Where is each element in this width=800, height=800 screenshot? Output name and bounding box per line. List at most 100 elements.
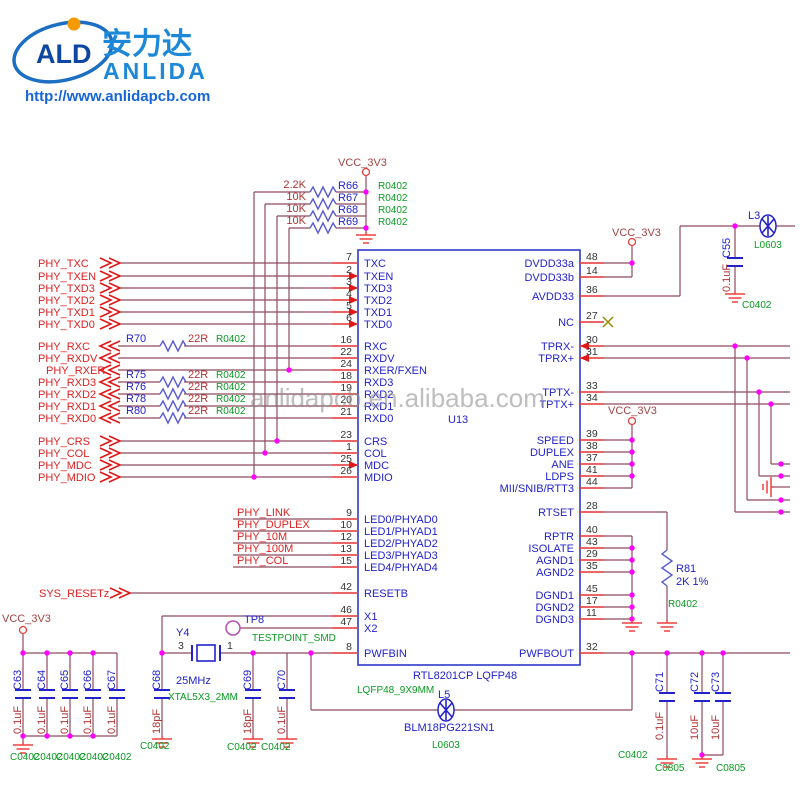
logo-dot-icon [67,17,81,31]
resistor [309,197,337,211]
label-fp-c67: C0402 [102,752,132,763]
port-out-icon [99,435,113,447]
pin-name-rptr: RPTR [544,531,574,543]
label-fp-c68: C0402 [140,741,170,752]
label-ref-c66: C66 [82,670,94,690]
pin-arrow-icon [349,320,358,328]
pin-name-rxc: RXC [364,341,387,353]
label-net-phy-txen: PHY_TXEN [38,271,96,283]
port-out-icon [108,282,122,294]
pin-name-pwfbout: PWFBOUT [519,648,574,660]
label-ref-r81: R81 [676,563,696,575]
pin-name-txc: TXC [364,258,386,270]
label-fp-c72: C0805 [655,763,685,774]
port-out-icon [109,587,123,599]
label-fp-c55: C0402 [742,300,772,311]
label-fp-r67: R0402 [378,193,408,204]
port-in-icon [98,376,112,388]
vcc-icon [627,416,637,426]
label-ref-l3: L3 [748,210,760,222]
label-ref-y4: Y4 [176,627,189,639]
pin-name-avdd33: AVDD33 [532,291,574,303]
pin-number-pwfbout: 32 [586,641,598,653]
pin-number-led0-phyad0: 9 [346,507,352,519]
junction-dot [159,650,165,656]
label-fp-y4: XTAL5X3_2MM [168,692,238,703]
label-val-r75: 22R [188,369,208,381]
pin-number-speed: 39 [586,428,598,440]
label-ref-c69: C69 [242,670,254,690]
pin-number-tptx-: 34 [586,392,598,404]
pin-arrow-icon [349,296,358,304]
label-val-c71: 0.1uF [654,712,666,740]
junction-dot [629,569,635,575]
logo-ellipse [12,20,114,84]
pin-number-dgnd3: 11 [586,607,597,619]
pin-name-dgnd3: DGND3 [535,614,574,626]
pin-arrow-icon [349,308,358,316]
ground-icon [243,736,263,748]
junction-dot [90,733,96,739]
logo-abbr: ALD [36,39,92,69]
junction-dot [67,650,73,656]
pin-number-pwfbin: 8 [346,641,352,653]
label-net-phy-rxc: PHY_RXC [38,341,90,353]
pin-number-avdd33: 36 [586,284,598,296]
label-val-r67: 10K [286,191,306,203]
port-out-icon [99,471,113,483]
pin-number-mii-snib-rtt3: 44 [586,476,598,488]
junction-dot [732,343,738,349]
label-ref-r70: R70 [126,333,146,345]
label-net-phy-rxd2: PHY_RXD2 [38,389,96,401]
pin-number-nc: 27 [586,310,598,322]
logo-chinese: 安力达 [102,28,192,61]
label-fp-l3: L0603 [754,240,782,251]
label-fp-r66: R0402 [378,181,408,192]
junction-dot [629,604,635,610]
junction-dot [629,592,635,598]
pin-name-tprx-: TPRX- [541,341,574,353]
junction-dot [67,733,73,739]
pin-number-rtset: 28 [586,500,598,512]
junction-dot [363,225,369,231]
pin-number-ldps: 41 [586,464,598,476]
testpoint-icon[interactable] [225,620,241,636]
pin-arrow-icon [349,284,358,292]
pin-name-txd3: TXD3 [364,283,392,295]
label-pwr-vcc-right-mid: VCC_3V3 [608,405,657,417]
label-val-c55: 0.1uF [721,264,733,292]
junction-dot [90,650,96,656]
port-in-icon [107,352,121,364]
label-fp-c64: C0402 [33,752,63,763]
junction-dot [720,650,726,656]
junction-dot [664,650,670,656]
label-net-phy-link: PHY_LINK [237,507,291,519]
pin-number-duplex: 38 [586,440,598,452]
label-pwr-vcc-top: VCC_3V3 [338,157,387,169]
label-net-phy-txd2: PHY_TXD2 [38,295,95,307]
label-val-y4: 25MHz [176,675,211,687]
pin-number-rptr: 40 [586,524,598,536]
label-val-c65: 0.1uF [59,706,71,734]
junction-dot [629,557,635,563]
website-link[interactable]: http://www.anlidapcb.com [25,88,210,105]
label-fp-r80: R0402 [216,406,246,417]
pin-name-txd1: TXD1 [364,307,392,319]
ground-icon [725,291,745,303]
label-val-c69: 18pF [242,709,254,734]
ground-icon [356,232,376,244]
vcc-icon [627,237,637,247]
label-ref-l5: L5 [438,689,450,701]
pin-number-led1-phyad1: 10 [340,519,352,531]
label-pwr-vcc-bottom-left: VCC_3V3 [2,613,51,625]
vcc-icon [18,625,28,635]
pin-number-rxd2: 19 [340,382,352,394]
junction-dot [699,650,705,656]
label-fp-c66: C0402 [79,752,109,763]
label-net-phy-col: PHY_COL [38,448,89,460]
label-val-c72: 10uF [689,715,701,740]
label-ref-r67: R67 [338,192,358,204]
label-ref-c63: C63 [12,670,24,690]
pin-number-rxd3: 18 [340,370,352,382]
pin-number-tptx-: 33 [586,380,598,392]
